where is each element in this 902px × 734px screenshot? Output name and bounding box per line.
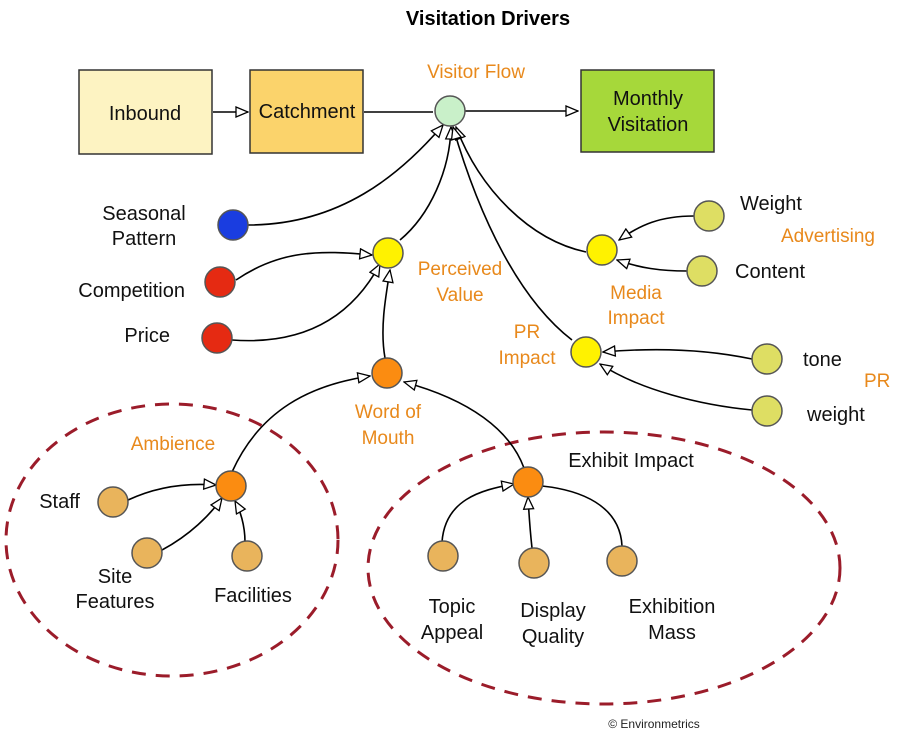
label-staff: Staff [39,491,80,513]
label-pr-impact-1: PR [514,322,540,343]
edge-facilities-ambience [235,501,245,543]
label-perceived-2: Value [436,285,483,306]
exhibit-boundary [366,430,842,706]
label-visitor-flow: Visitor Flow [427,62,525,83]
node-pr-impact[interactable] [570,336,602,368]
stock-catchment-label: Catchment [259,101,356,123]
edge-seasonal-flow [247,125,443,226]
stock-inbound[interactable]: Inbound [78,69,213,155]
edge-content-media [617,260,688,272]
node-site-features[interactable] [131,537,163,569]
label-weight: Weight [740,193,802,215]
edge-ambience-wom [231,376,370,473]
label-seasonal-1: Seasonal [102,203,185,225]
edge-display-exhibit [528,497,532,549]
diagram-title: Visitation Drivers [406,8,570,30]
label-topic-2: Appeal [421,622,483,644]
node-pr-weight[interactable] [751,395,783,427]
stock-monthly-label-2: Visitation [608,114,689,136]
label-seasonal-2: Pattern [112,228,176,250]
edge-primpact-flow [453,127,573,341]
label-wom-2: Mouth [362,428,415,449]
node-visitor-flow[interactable] [434,95,466,127]
ambience-boundary [4,402,340,678]
label-weight-lower: weight [806,404,865,426]
label-perceived-1: Perceived [418,259,503,280]
node-topic-appeal[interactable] [427,540,459,572]
stock-inbound-label: Inbound [109,103,181,125]
label-site-1: Site [98,566,132,588]
node-exhibit-impact[interactable] [512,466,544,498]
node-pr-tone[interactable] [751,343,783,375]
node-competition[interactable] [204,266,236,298]
stock-monthly-visitation[interactable]: Monthly Visitation [580,69,715,153]
node-seasonal-pattern[interactable] [217,209,249,241]
label-facilities: Facilities [214,585,292,607]
stock-monthly-label-1: Monthly [613,88,683,110]
credit-text: © Environmetrics [608,717,700,731]
label-display-1: Display [520,600,586,622]
node-price[interactable] [201,322,233,354]
label-exhibition-2: Mass [648,622,696,644]
edges [127,111,753,551]
node-ambience[interactable] [215,470,247,502]
label-topic-1: Topic [429,596,476,618]
label-content: Content [735,261,805,283]
edge-topic-exhibit [441,484,514,543]
label-pr: PR [864,371,890,392]
node-exhibition-mass[interactable] [606,545,638,577]
label-tone: tone [803,349,842,371]
node-staff[interactable] [97,486,129,518]
label-competition: Competition [78,280,185,302]
edge-staff-ambience [127,484,216,501]
edge-tone-primpact [603,350,753,360]
edge-weight-primpact [600,364,753,411]
stock-catchment[interactable]: Catchment [249,69,364,154]
label-pr-impact-2: Impact [498,348,556,369]
edge-competition-perceived [235,253,372,281]
node-display-quality[interactable] [518,547,550,579]
label-display-2: Quality [522,626,584,648]
label-price: Price [124,325,170,347]
node-advertising-weight[interactable] [693,200,725,232]
label-ambience: Ambience [131,434,216,455]
node-advertising-content[interactable] [686,255,718,287]
edge-exhibition-exhibit [541,485,623,547]
label-exhibit-impact: Exhibit Impact [568,450,694,472]
edge-site-ambience [161,498,222,551]
label-site-2: Features [76,591,155,613]
node-facilities[interactable] [231,540,263,572]
label-wom-1: Word of [355,402,422,423]
node-perceived-value[interactable] [372,237,404,269]
label-advertising: Advertising [781,226,875,247]
edge-media-flow [456,127,587,253]
label-media-2: Impact [607,308,665,329]
edge-exhibit-wom [404,382,525,469]
label-exhibition-1: Exhibition [629,596,716,618]
edge-weight-media [619,215,695,240]
edge-price-perceived [231,264,380,342]
edge-perceived-flow [399,127,451,241]
node-word-of-mouth[interactable] [371,357,403,389]
label-media-1: Media [610,283,662,304]
edge-wom-perceived [383,270,390,359]
node-media-impact[interactable] [586,234,618,266]
